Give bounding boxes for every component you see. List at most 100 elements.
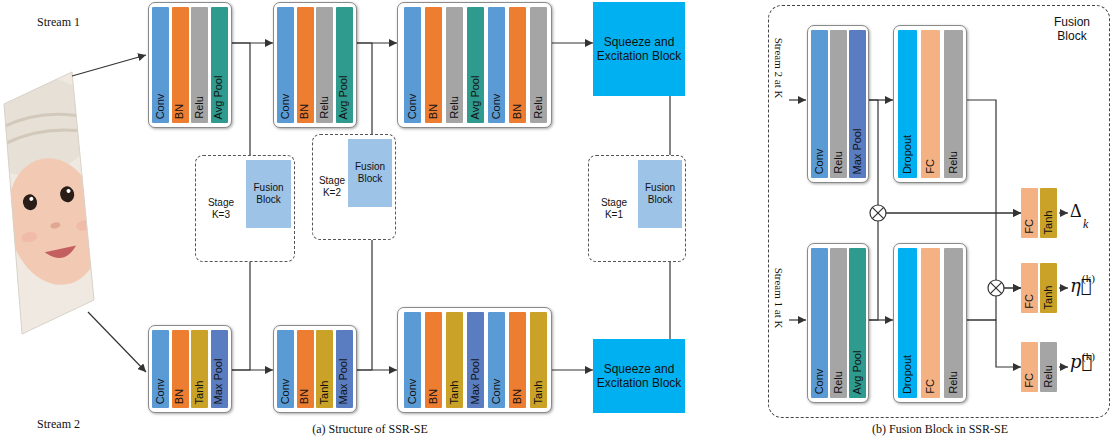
node-text: Conv — [280, 93, 291, 119]
node-text: Relu — [1043, 365, 1054, 388]
connector — [669, 96, 670, 155]
layer-group: ConvReluAvg Pool — [807, 243, 869, 403]
layer-bar: Max Pool — [467, 312, 484, 408]
node-text: BN — [428, 389, 439, 404]
node-text: Relu — [948, 151, 959, 174]
connector — [669, 262, 670, 339]
layer-group: DropoutFC Relu — [893, 25, 967, 183]
connector — [357, 240, 372, 370]
figure-caption: (a) Structure of SSR-SE — [312, 423, 428, 436]
layer-bar: Relu — [944, 30, 963, 178]
layer-bar: Relu — [830, 30, 847, 178]
output-subscript-box: k — [1083, 214, 1088, 232]
node-text: BN — [300, 104, 311, 119]
layer-bar: Conv — [404, 7, 421, 123]
layer-bar: Relu — [944, 248, 963, 398]
stream-label-box: Stream 2 — [37, 414, 80, 432]
layer-bar: BN — [297, 330, 314, 408]
node-text: FC — [925, 159, 936, 174]
layer-bar: Dropout — [898, 30, 917, 178]
multiply-symbol — [870, 205, 886, 221]
layer-group: ConvBNTanhMax Pool — [273, 325, 357, 413]
layer-bar: Tanh — [446, 312, 463, 408]
layer-bar: Conv — [152, 330, 169, 408]
node-text: Fusion Block — [641, 182, 679, 206]
node-text: Max Pool — [214, 358, 225, 404]
layer-bar: Relu — [446, 7, 463, 123]
connector — [232, 43, 250, 155]
node-text: Avg Pool — [214, 75, 225, 119]
output-superscript-box: (k) — [1082, 346, 1095, 364]
layer-group: ConvBNTanhMax Pool — [148, 325, 232, 413]
layer-bar: Avg Pool — [849, 248, 866, 398]
layer-bar: Relu — [191, 7, 208, 123]
node-text: Relu — [948, 371, 959, 394]
node-text: Fusion Block — [249, 182, 288, 206]
layer-bar: Tanh — [1040, 188, 1057, 238]
node-text: BN — [175, 104, 186, 119]
output-symbol-box: Δ — [1070, 202, 1082, 222]
node-text: FC — [1024, 373, 1035, 388]
layer-bar: Tanh — [530, 312, 547, 408]
node-text: Stage K=2 — [316, 175, 348, 199]
layer-bar: Max Pool — [336, 330, 353, 408]
fusion-stage: Stage K=1Fusion Block — [588, 155, 686, 262]
node-text: Dropout — [902, 135, 913, 174]
multiply-symbol — [988, 280, 1004, 296]
layer-bar: Max Pool — [849, 30, 866, 178]
layer-bar: Conv — [811, 248, 828, 398]
fusion-stage: Stage K=2Fusion Block — [312, 134, 396, 240]
output-subscript: k — [1083, 217, 1088, 231]
layer-bar: FC — [1021, 342, 1038, 392]
node-text: Tanh — [1043, 285, 1054, 309]
layer-group: ConvBNReluAvg PoolConvBNRelu — [397, 2, 552, 128]
fusion-block: Fusion Block — [348, 139, 392, 207]
node-text: Squeeze and Excitation Block — [596, 35, 682, 64]
fusion-panel: Fusion BlockConvReluMax PoolDropoutFCRel… — [768, 5, 1110, 418]
node-text: Conv — [407, 93, 418, 119]
node-text: Tanh — [319, 380, 330, 404]
stream-label: Stream 1 — [37, 15, 80, 29]
layer-bar: Dropout — [898, 248, 917, 398]
connector — [967, 100, 1021, 288]
node-text: BN — [300, 389, 311, 404]
layer-bar: Conv — [811, 30, 828, 178]
layer-bar: BN — [297, 7, 314, 123]
connector — [552, 369, 593, 370]
node-text: Avg Pool — [852, 350, 863, 394]
node-text: Avg Pool — [470, 75, 481, 119]
node-text: Conv — [407, 378, 418, 404]
node-text: Conv — [491, 93, 502, 119]
layer-group: DropoutFCRelu — [893, 243, 967, 403]
photo-frame — [4, 72, 94, 334]
layer-bar: BN — [509, 7, 526, 123]
layer-bar: Relu — [830, 248, 847, 398]
node-text: Max Pool — [852, 128, 863, 174]
layer-bar: Tanh — [1040, 263, 1057, 313]
node-text: Max Pool — [470, 358, 481, 404]
se-block: Squeeze and Excitation Block — [593, 339, 685, 413]
layer-bar: BN — [425, 7, 442, 123]
node-text: Tanh — [194, 380, 205, 404]
layer-bar: FC — [1021, 188, 1038, 238]
stream-label-box: Stream 1 — [37, 12, 80, 30]
layer-bar: BN — [509, 312, 526, 408]
layer-bar: BN — [172, 7, 189, 123]
node-text: Conv — [155, 378, 166, 404]
layer-bar: Avg Pool — [467, 7, 484, 123]
node-text: FC — [1024, 294, 1035, 309]
stream-label: Stream 2 at K — [773, 38, 785, 99]
fusion-block: Fusion Block — [638, 160, 682, 228]
layer-group: Conv ReluMax Pool — [807, 25, 869, 183]
node-text: Dropout — [902, 355, 913, 394]
layer-bar: Avg Pool — [336, 7, 353, 123]
layer-bar: Max Pool — [211, 330, 228, 408]
layer-bar: Conv — [404, 312, 421, 408]
node-text: Fusion Block — [351, 161, 389, 185]
node-text: Conv — [814, 148, 825, 174]
node-text: Stage K=1 — [592, 197, 636, 221]
layer-bar: Conv — [488, 312, 505, 408]
node-text: Fusion Block — [1043, 15, 1101, 44]
output-symbol: Δ — [1070, 201, 1082, 221]
connector — [232, 262, 250, 370]
